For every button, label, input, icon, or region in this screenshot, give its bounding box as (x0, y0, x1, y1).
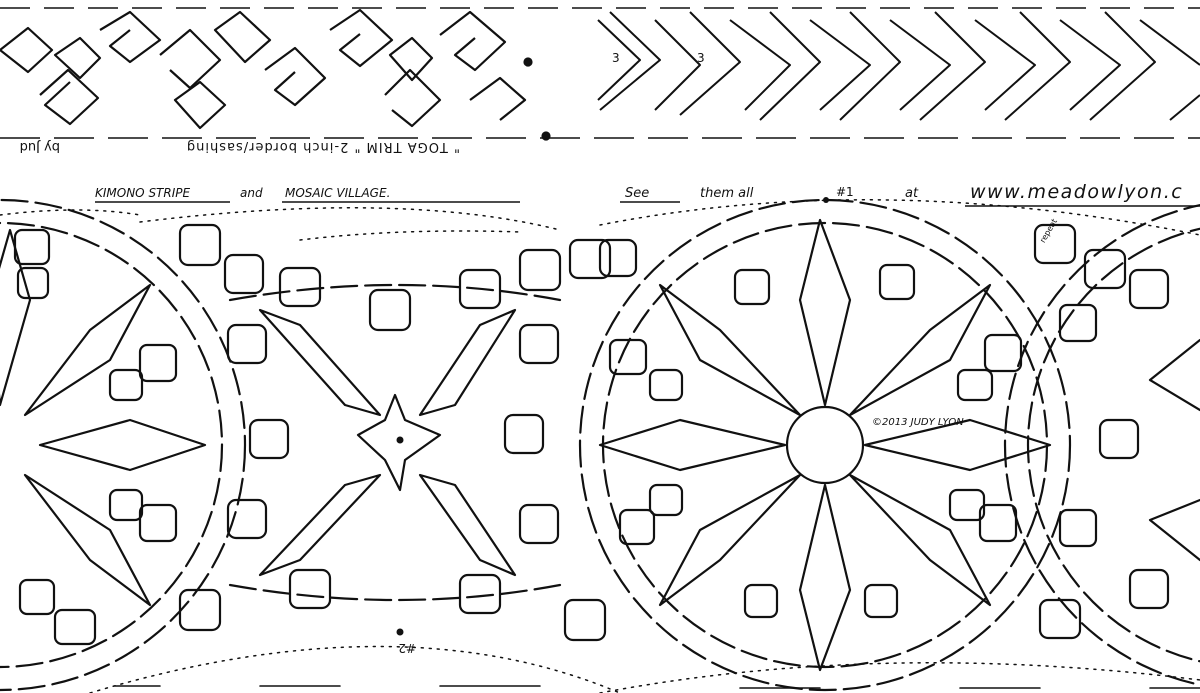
kimono-stripe-label: KIMONO STRIPE (95, 186, 191, 200)
center-wheel (578, 198, 1098, 692)
start-mark-2-label: #2 (398, 641, 416, 655)
at-label: at (905, 186, 919, 201)
website-url: www.meadowlyon.c (970, 181, 1183, 203)
toga-trim-title-text: " TOGA TRIM " 2-inch border/sashing (186, 139, 460, 154)
arrow-mark-3a: 3 (612, 51, 620, 65)
mosaic-village-panel (0, 198, 1200, 693)
them-all-label: them all (700, 186, 754, 201)
byline-fragment: by Jud (20, 139, 60, 154)
byline-fragment-text: by Jud (20, 139, 60, 154)
mosaic-village-label: MOSAIC VILLAGE. (285, 186, 390, 200)
center-cluster (178, 223, 638, 642)
copyright-label: ©2013 JUDY LYON (872, 417, 964, 428)
toga-trim-title: " TOGA TRIM " 2-inch border/sashing (186, 139, 460, 154)
start-mark-1-label: #1 (836, 185, 854, 199)
key-motifs (0, 8, 527, 130)
chevron-motifs (597, 11, 1200, 121)
toga-trim-border (0, 7, 1200, 141)
right-wheel (1003, 204, 1200, 686)
arrow-mark-3b: 3 (697, 51, 705, 65)
title-line: KIMONO STRIPE and MOSAIC VILLAGE. See th… (95, 181, 1200, 207)
and-label: and (240, 186, 263, 200)
see-label: See (625, 186, 649, 201)
left-wheel (0, 198, 247, 692)
